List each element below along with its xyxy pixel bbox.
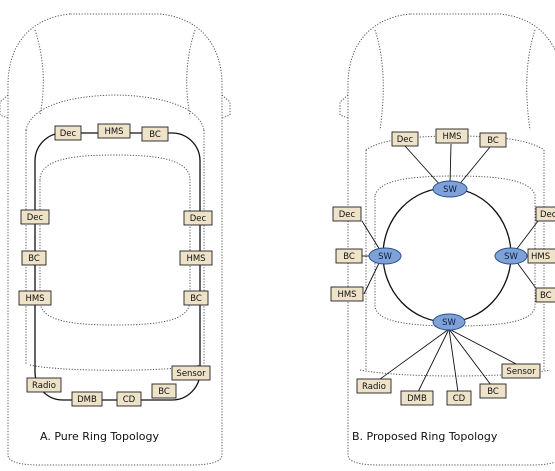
b-node-right-bc: BC [535,287,555,303]
a-node-bottom-sensor: Sensor [171,365,211,381]
b-node-bottom-radio-label: Radio [362,382,386,392]
switch-bottom-label: SW [442,318,456,328]
a-node-bottom-dmb-label: DMB [77,395,97,405]
caption-proposed-ring: B. Proposed Ring Topology [352,430,498,443]
b-node-bottom-sensor-label: Sensor [506,367,536,377]
a-node-bottom-cd: CD [116,391,142,407]
links-bottom-switch [375,328,521,393]
a-node-bottom-bc-label: BC [158,387,170,397]
a-node-left-bc: BC [21,250,47,266]
b-node-bottom-bc-label: BC [487,387,499,397]
a-node-left-bc-label: BC [28,254,40,264]
switch-left-label: SW [378,252,392,262]
switch-right: SW [494,247,528,265]
b-node-bottom-cd-label: CD [453,394,466,404]
a-node-bottom-dmb: DMB [71,391,103,407]
a-node-bottom-sensor-label: Sensor [176,369,206,379]
proposed-ring-loop [382,187,512,323]
a-node-left-hms-label: HMS [25,294,44,304]
a-node-bottom-bc: BC [151,383,177,399]
b-node-top-dec-label: Dec [397,135,414,145]
b-node-top-dec: Dec [391,131,419,147]
b-node-right-hms: HMS [527,248,555,264]
caption-pure-ring: A. Pure Ring Topology [40,430,159,443]
a-node-right-hms: HMS [179,250,213,266]
switch-left: SW [368,247,402,265]
b-node-bottom-dmb-label: DMB [407,394,427,404]
b-node-left-dec: Dec [332,206,362,222]
b-node-left-bc: BC [335,248,363,264]
b-node-right-hms-label: HMS [531,252,550,262]
b-node-top-bc: BC [479,132,507,148]
a-node-top-dec: Dec [54,125,82,141]
switch-right-label: SW [504,252,518,262]
a-node-right-bc-label: BC [190,294,202,304]
b-node-top-hms: HMS [435,128,469,144]
a-node-top-dec-label: Dec [60,129,77,139]
switch-top-label: SW [443,185,457,195]
links-top-switch [404,143,491,187]
a-node-top-hms: HMS [97,123,131,139]
b-node-right-dec-label: Dec [540,210,555,220]
b-node-bottom-cd: CD [446,390,472,406]
a-node-left-dec: Dec [20,209,50,225]
pure-ring-loop [34,132,201,401]
b-node-bottom-bc: BC [479,383,507,399]
a-node-left-dec-label: Dec [27,213,44,223]
a-node-top-hms-label: HMS [104,127,123,137]
b-node-bottom-sensor: Sensor [501,363,541,379]
a-node-bottom-radio-label: Radio [32,381,56,391]
a-node-right-hms-label: HMS [186,254,205,264]
b-node-bottom-dmb: DMB [400,390,434,406]
a-node-right-dec-label: Dec [190,214,207,224]
b-node-top-hms-label: HMS [442,132,461,142]
a-node-top-bc: BC [141,126,169,142]
a-node-left-hms: HMS [18,290,52,306]
a-node-bottom-radio: Radio [26,377,62,393]
a-node-top-bc-label: BC [149,130,161,140]
b-node-top-bc-label: BC [487,136,499,146]
switch-bottom: SW [432,313,466,331]
a-node-right-bc: BC [183,290,209,306]
b-node-bottom-radio: Radio [356,378,392,394]
b-node-right-bc-label: BC [540,291,552,301]
a-node-right-dec: Dec [183,210,213,226]
b-node-left-bc-label: BC [343,252,355,262]
switch-top: SW [432,180,468,198]
b-node-left-hms: HMS [330,286,364,302]
b-node-left-dec-label: Dec [339,210,356,220]
a-node-bottom-cd-label: CD [123,395,136,405]
b-node-left-hms-label: HMS [337,290,356,300]
b-node-right-dec: Dec [535,206,555,222]
